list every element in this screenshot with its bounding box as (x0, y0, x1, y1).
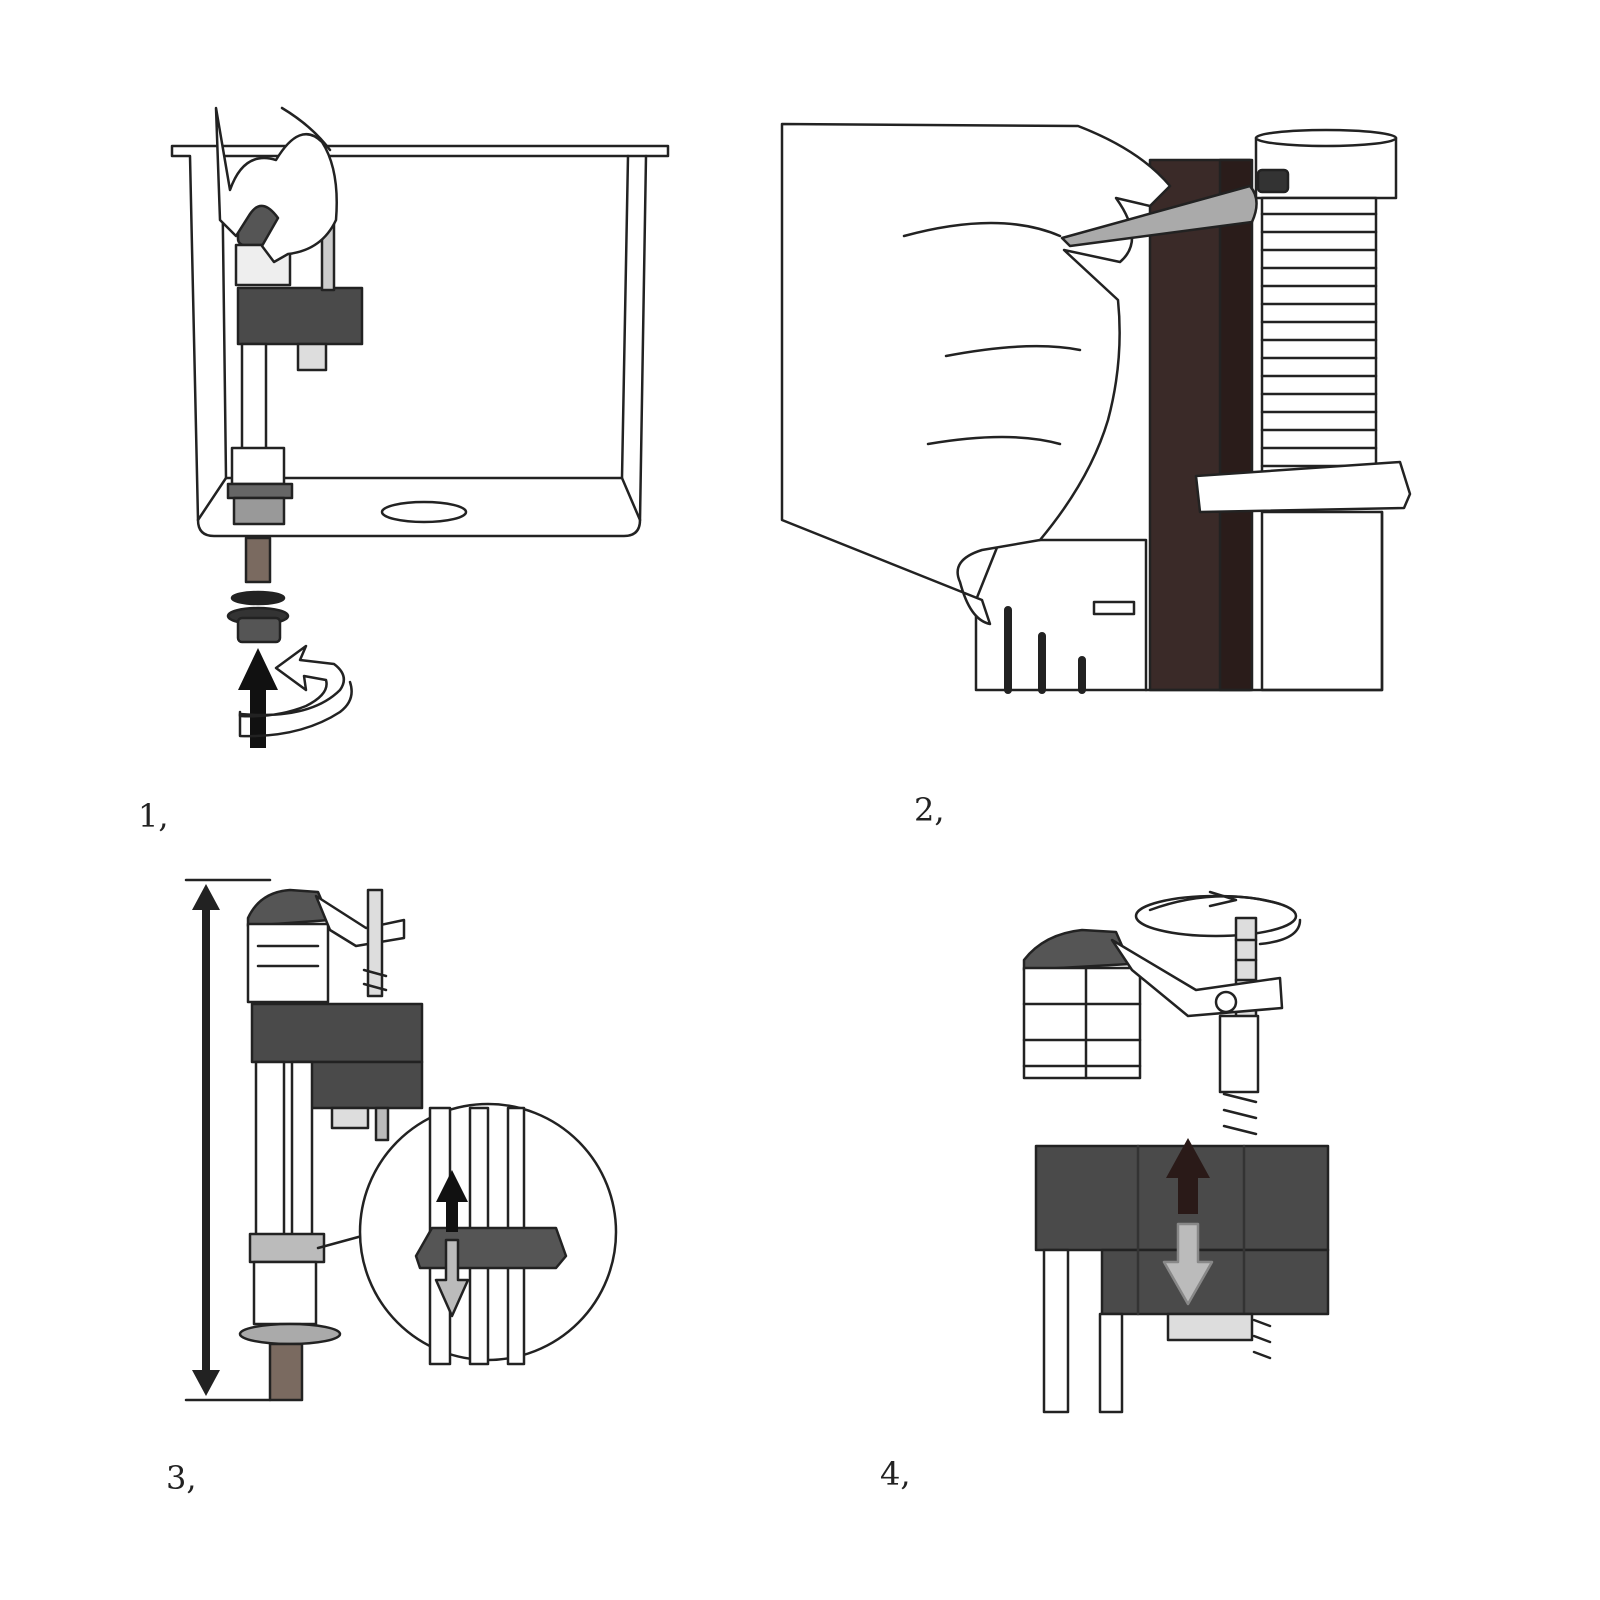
lock-nut (236, 616, 282, 644)
valve-tube-panel-4 (1042, 1248, 1070, 1414)
height-arrow-icon (192, 884, 220, 1396)
arrow-up-icon (1166, 1138, 1210, 1214)
cistern-rim (220, 154, 630, 480)
step-2-label: 2, (914, 791, 945, 829)
release-collar (414, 1226, 568, 1270)
outlet-hole (380, 500, 468, 524)
rotate-arrow-icon (238, 644, 346, 718)
spring (1222, 1092, 1258, 1136)
threaded-shank (244, 536, 272, 584)
telescopic-tube (254, 1060, 286, 1254)
valve-tube (240, 342, 268, 456)
step-4-label: 4, (880, 1455, 911, 1493)
arrow-down-icon (1162, 1222, 1214, 1306)
float-box (236, 286, 364, 346)
washer (230, 590, 286, 606)
panel-1-cistern-install (170, 106, 670, 748)
threaded-base (268, 1342, 304, 1402)
filter-base (1194, 460, 1412, 514)
valve-head (246, 888, 332, 928)
rotate-arrow-icon (1148, 890, 1302, 946)
step-1-label: 1, (138, 797, 169, 835)
clip-tab (1060, 184, 1258, 248)
panel-2-filter-clip (780, 122, 1412, 694)
panel-4-float-adjust (1022, 890, 1330, 1414)
float-box-panel-3 (250, 1002, 424, 1064)
hand-panel-2 (780, 122, 1172, 626)
ribbed-filter (1260, 196, 1378, 478)
panel-3-height-adjust (184, 878, 618, 1402)
float-lever-panel-4 (1110, 938, 1284, 1018)
step-3-label: 3, (166, 1459, 197, 1497)
arrow-down-icon (434, 1238, 470, 1318)
arrow-up-icon (238, 648, 278, 748)
valve-head-panel-4 (1022, 928, 1132, 972)
hand-panel-1 (214, 106, 338, 264)
arrow-up-icon (436, 1170, 468, 1232)
